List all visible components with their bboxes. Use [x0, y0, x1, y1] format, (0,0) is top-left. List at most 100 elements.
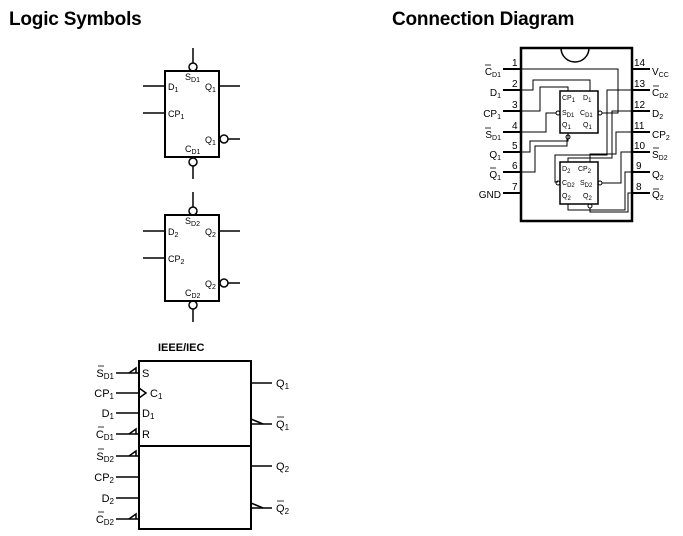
pin-10-number: 10: [634, 141, 646, 152]
ieee-clock-indicator: [138, 387, 148, 399]
wire-sd2: [602, 151, 632, 184]
logic-symbol-ff2: [143, 192, 240, 322]
wire-d2: [567, 110, 632, 162]
ieee-negation-indicator: [250, 418, 264, 425]
pin-12-name: D2: [652, 109, 663, 121]
pin-11-number: 11: [634, 121, 645, 132]
ic-ff1-qbar-label: Q1: [583, 122, 592, 131]
ic-ff1-cp-label: CP1: [562, 95, 576, 104]
ic-ff2-q-label: Q2: [562, 193, 571, 202]
ic-ff2-sd-label: SD2: [580, 180, 593, 189]
wire-cd2-route: [554, 89, 632, 183]
ff2-sd2-bubble: [597, 180, 603, 186]
pin-8-name: Q2: [652, 190, 664, 202]
pin-12-number: 12: [634, 100, 646, 111]
pin-11-name: CP2: [652, 130, 670, 142]
ieee-out-q2bar: Q2: [276, 503, 290, 516]
ff2-qbar-bubble: [587, 203, 593, 209]
pin-9-number: 9: [636, 161, 642, 172]
ic-ff1-cd-label: CD1: [580, 110, 593, 119]
ieee-negation-indicator: [128, 512, 137, 520]
ic-ff2-cd-label: CD2: [562, 180, 575, 189]
ieee-symbol: [116, 360, 272, 530]
ic-package: [519, 46, 634, 223]
pin-5-number: 5: [512, 141, 518, 152]
ff2-clear-label: CD2: [185, 288, 201, 300]
ff2-set-bubble: [188, 206, 198, 216]
pin-4-number: 4: [512, 121, 518, 132]
wire-cd1: [521, 68, 619, 114]
wire-d1: [521, 79, 591, 91]
wire-cp2: [589, 131, 632, 162]
pin-13-number: 13: [634, 79, 646, 90]
ieee-in-cd2: CD2: [96, 514, 115, 527]
wire-sd1: [521, 112, 556, 133]
ieee-inner-c1: C1: [150, 388, 163, 401]
ff2-clear-bubble: [188, 300, 198, 310]
wire-cp1: [521, 86, 569, 112]
ff1-sd1-bubble: [555, 110, 561, 116]
ic-ff1-d-label: D1: [583, 95, 592, 104]
ic-ff1-q-label: Q1: [562, 122, 571, 131]
pin-7-name: GND: [479, 190, 501, 201]
ff1-cp-label: CP1: [168, 109, 185, 121]
ieee-inner-s: S: [142, 368, 149, 380]
pin-6-name: Q1: [489, 170, 501, 182]
ieee-in-cd1: CD1: [96, 429, 115, 442]
ff1-clear-bubble: [188, 157, 198, 167]
ic-notch: [560, 47, 590, 63]
ieee-negation-indicator: [128, 449, 137, 457]
pin-5-name: Q1: [489, 150, 501, 162]
pin-1-number: 1: [512, 58, 518, 69]
pin-4-name: SD1: [485, 130, 501, 142]
ff2-qbar-label: Q2: [205, 279, 216, 291]
logic-symbol-ff1: [143, 48, 240, 179]
wire-q1: [521, 133, 569, 153]
ieee-negation-indicator: [128, 427, 137, 435]
ff1-clear-label: CD1: [185, 144, 201, 156]
pin-13-name: CD2: [652, 88, 668, 100]
pin-9-name: Q2: [652, 170, 664, 182]
ff1-q-label: Q1: [205, 82, 216, 94]
ic-ff2-qbar-label: Q2: [583, 193, 592, 202]
ff1-set-label: SD1: [185, 72, 200, 84]
ieee-in-sd1: SD1: [96, 368, 114, 381]
pin-1-name: CD1: [485, 67, 501, 79]
pin-7-number: 7: [512, 182, 518, 193]
pin-8-number: 8: [636, 182, 642, 193]
ieee-out-q1bar: Q1: [276, 419, 290, 432]
ieee-inner-r: R: [142, 429, 150, 441]
pin-2-number: 2: [512, 79, 518, 90]
ff1-cd1-bubble: [597, 110, 603, 116]
ff1-d-label: D1: [168, 82, 179, 94]
ff2-d-label: D2: [168, 227, 179, 239]
connection-diagram-heading: Connection Diagram: [392, 9, 575, 30]
ieee-inner-d1: D1: [142, 408, 155, 421]
wire-q2: [567, 171, 632, 211]
ieee-in-cp2: CP2: [94, 472, 114, 485]
ieee-out-q1: Q1: [276, 378, 290, 391]
ff1-qbar-bubble: [565, 134, 571, 140]
ff2-cp-label: CP2: [168, 254, 185, 266]
ieee-negation-indicator: [250, 502, 264, 509]
wire-q2bar: [589, 192, 632, 213]
ic-ff1-sd-label: SD1: [562, 110, 575, 119]
wire-q1bar: [521, 139, 568, 173]
pin-2-name: D1: [490, 88, 501, 100]
logic-symbols-heading: Logic Symbols: [9, 9, 142, 30]
ic-ff2-cp-label: CP2: [578, 166, 592, 175]
ff1-qbar-bubble: [219, 134, 229, 144]
ieee-in-d1: D1: [102, 408, 115, 421]
ieee-title: IEEE/IEC: [158, 342, 205, 354]
ff2-qbar-bubble: [219, 278, 229, 288]
connection-diagram: [503, 46, 650, 223]
ieee-in-sd2: SD2: [96, 451, 114, 464]
ieee-out-q2: Q2: [276, 461, 290, 474]
pin-14-name: VCC: [652, 67, 669, 79]
ff2-cd2-bubble: [555, 180, 561, 186]
ieee-negation-indicator: [128, 366, 137, 374]
ff1-qbar-label: Q1: [205, 135, 216, 147]
ff2-q-label: Q2: [205, 227, 216, 239]
ff1-set-bubble: [188, 62, 198, 72]
